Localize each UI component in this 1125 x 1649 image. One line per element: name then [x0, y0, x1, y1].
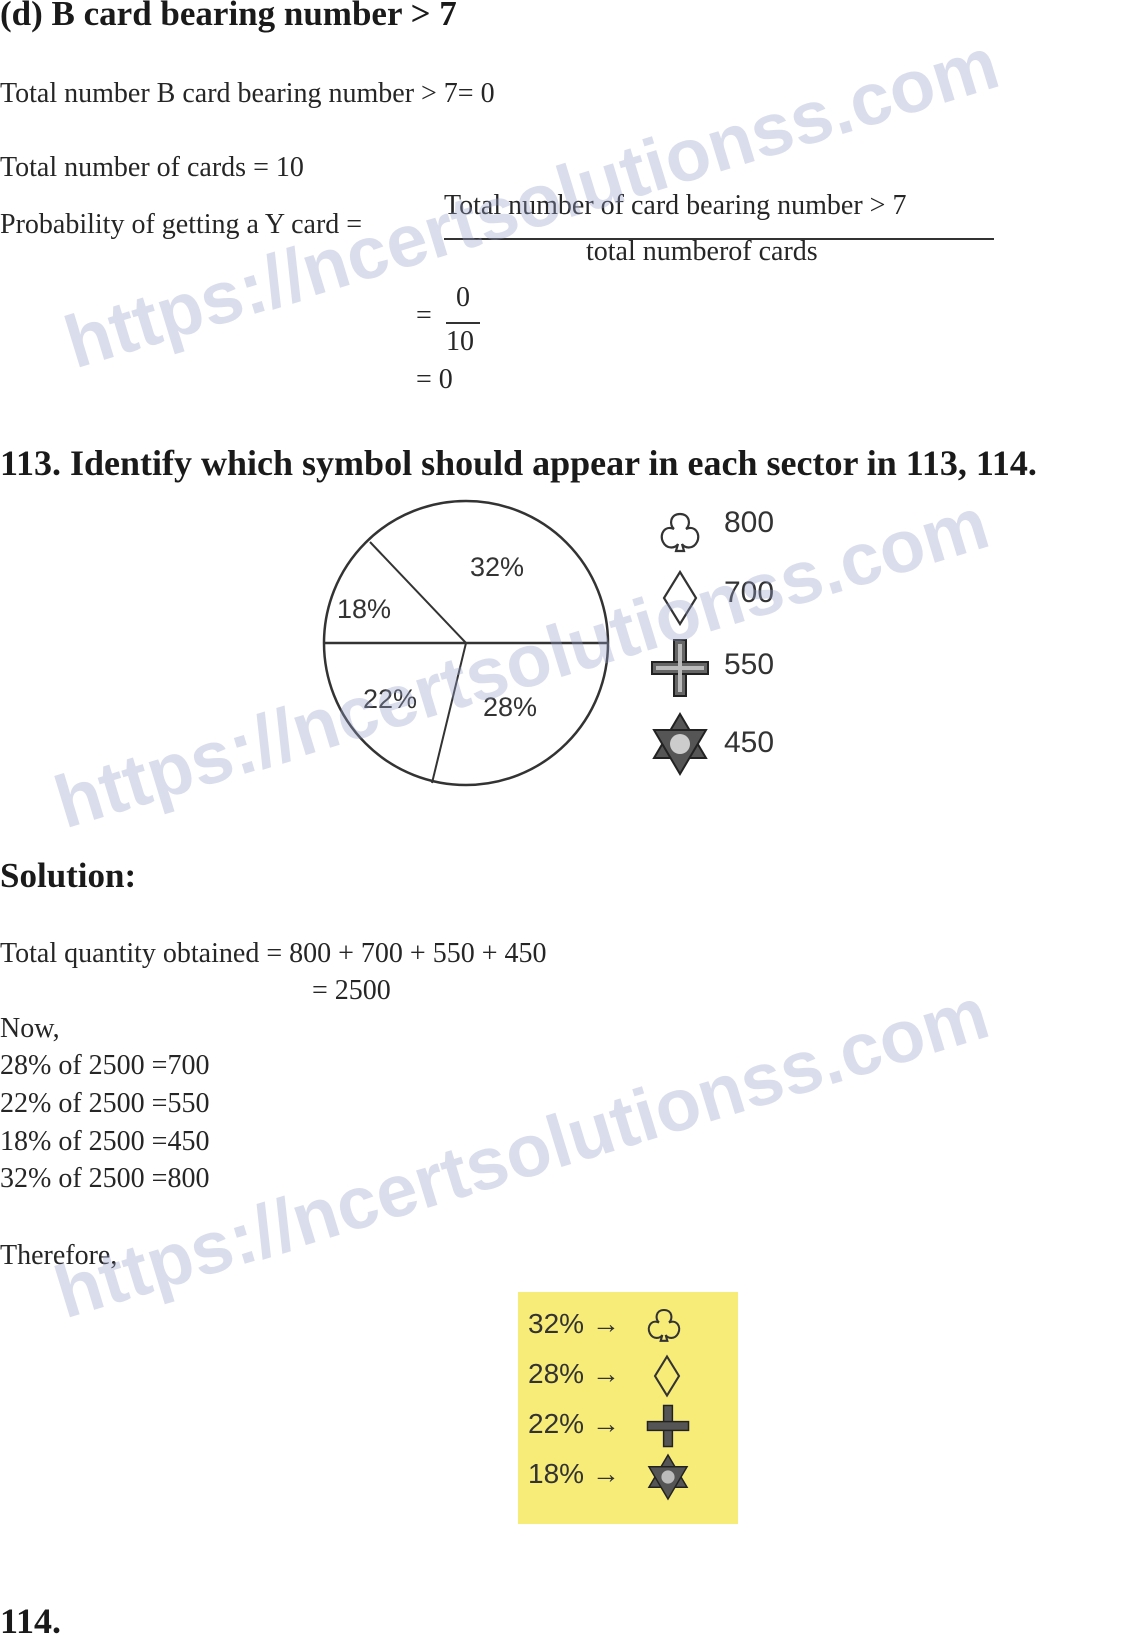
diamond-icon — [653, 1354, 681, 1398]
part-d-heading: (d) B card bearing number > 7 — [0, 0, 457, 33]
total-quantity-result: = 2500 — [312, 975, 391, 1006]
question-113-heading: 113. Identify which symbol should appear… — [0, 443, 1037, 483]
total-quantity-line: Total quantity obtained = 800 + 700 + 55… — [0, 938, 547, 969]
answer-row-28: 28% → — [528, 1358, 620, 1390]
answer-pct: 22% — [528, 1408, 585, 1439]
fraction-bar — [444, 238, 994, 240]
part-d-line1: Total number B card bearing number > 7= … — [0, 78, 495, 109]
legend-value-800: 800 — [724, 506, 775, 539]
slice-label-22: 22% — [363, 684, 417, 714]
cross-icon — [646, 1404, 690, 1448]
legend-value-700: 700 — [724, 576, 775, 609]
slice-label-18: 18% — [337, 594, 391, 624]
answer-row-22: 22% → — [528, 1408, 620, 1440]
answer-box: 32% → 28% → 22% → 18% → — [518, 1292, 738, 1524]
answer-pct: 32% — [528, 1308, 585, 1339]
fraction-numerator: 0 — [456, 282, 470, 313]
probability-label: Probability of getting a Y card = — [0, 209, 363, 240]
arrow-icon: → — [591, 1458, 620, 1489]
star-of-david-icon — [647, 1453, 689, 1501]
pie-chart: 32% 18% 22% 28% — [322, 499, 610, 787]
answer-row-32: 32% → — [528, 1308, 620, 1340]
slice-label-32: 32% — [470, 552, 524, 582]
arrow-icon: → — [591, 1408, 620, 1439]
answer-row-18: 18% → — [528, 1458, 620, 1490]
solution-heading: Solution: — [0, 856, 137, 895]
answer-pct: 28% — [528, 1358, 585, 1389]
calc-32: 32% of 2500 =800 — [0, 1163, 210, 1194]
small-fraction-bar — [446, 322, 480, 324]
calc-28: 28% of 2500 =700 — [0, 1050, 210, 1081]
club-icon — [647, 1308, 681, 1342]
equals-sign: = — [416, 300, 432, 331]
arrow-icon: → — [591, 1358, 620, 1389]
calc-18: 18% of 2500 =450 — [0, 1126, 210, 1157]
fraction-denominator: 10 — [446, 326, 474, 357]
diamond-icon — [662, 570, 698, 626]
probability-denominator: total numberof cards — [586, 236, 818, 267]
probability-numerator: Total number of card bearing number > 7 — [444, 190, 907, 221]
star-of-david-icon — [652, 712, 708, 776]
club-icon — [660, 512, 700, 553]
calc-22: 22% of 2500 =550 — [0, 1088, 210, 1119]
result-zero: = 0 — [416, 364, 453, 395]
slice-label-28: 28% — [483, 692, 537, 722]
legend-value-550: 550 — [724, 648, 775, 681]
question-114-heading: 114. — [0, 1601, 62, 1641]
therefore-text: Therefore, — [0, 1240, 118, 1271]
part-d-line2: Total number of cards = 10 — [0, 152, 304, 183]
arrow-icon: → — [591, 1308, 620, 1339]
now-text: Now, — [0, 1013, 60, 1044]
legend-value-450: 450 — [724, 726, 775, 759]
answer-pct: 18% — [528, 1458, 585, 1489]
cross-icon — [651, 639, 709, 697]
